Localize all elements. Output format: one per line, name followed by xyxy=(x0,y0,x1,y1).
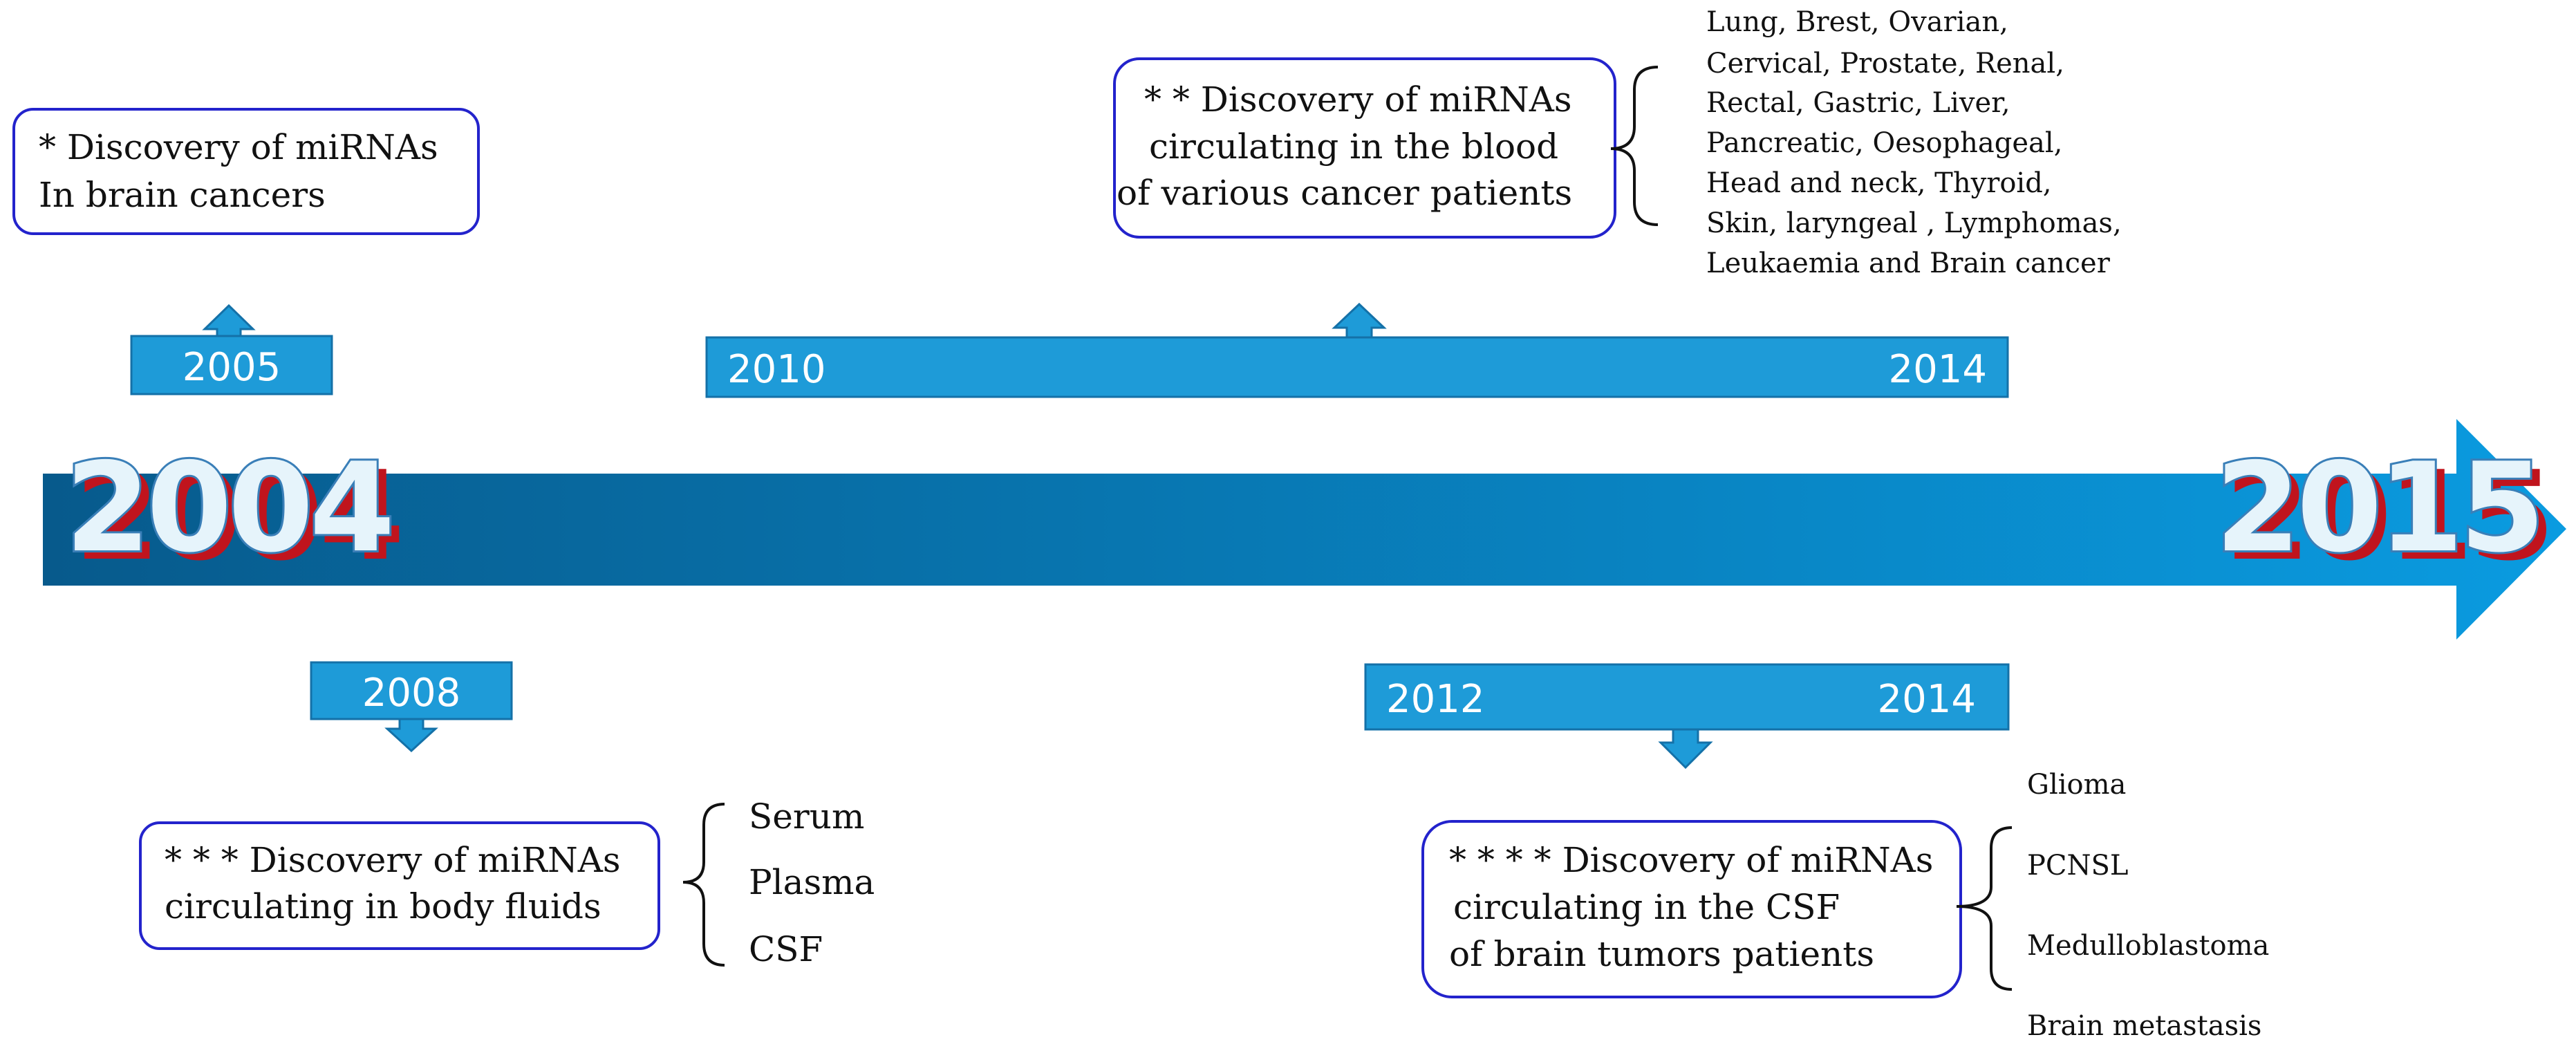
period-2012-2014: 2012 2014 xyxy=(1364,663,2010,770)
timeline-arrow xyxy=(43,419,2566,640)
svg-text:* * Discovery of miRNAs: * * Discovery of miRNAs xyxy=(1144,80,1572,120)
svg-text:* * * * Discovery of miRNAs: * * * * Discovery of miRNAs xyxy=(1449,840,1933,880)
body-fluids-box: * * * Discovery of miRNAs circulating in… xyxy=(139,821,660,950)
period-2010-2014: 2010 2014 xyxy=(705,302,2009,398)
svg-text:* * * Discovery of miRNAs: * * * Discovery of miRNAs xyxy=(165,840,620,880)
brace-icon xyxy=(1610,66,1659,226)
svg-text:In brain cancers: In brain cancers xyxy=(39,175,326,215)
brain-tumor-types-list: Glioma PCNSL Medulloblastoma Brain metas… xyxy=(2027,769,2269,1042)
brain-cancer-box: * Discovery of miRNAs In brain cancers xyxy=(12,108,480,235)
svg-text:circulating in the CSF: circulating in the CSF xyxy=(1453,887,1840,927)
up-arrow-icon xyxy=(202,304,256,339)
svg-text:Leukaemia and Brain cancer: Leukaemia and Brain cancer xyxy=(1706,248,2111,279)
end-year-label: 2015 2015 xyxy=(2213,434,2555,588)
svg-text:circulating in body fluids: circulating in body fluids xyxy=(165,886,601,926)
svg-text:Skin, laryngeal , Lymphomas,: Skin, laryngeal , Lymphomas, xyxy=(1706,207,2122,239)
brace-icon xyxy=(682,803,725,967)
down-arrow-icon xyxy=(1658,728,1713,770)
down-arrow-icon xyxy=(384,718,438,753)
svg-text:Lung, Brest, Ovarian,: Lung, Brest, Ovarian, xyxy=(1706,6,2008,38)
svg-text:Brain metastasis: Brain metastasis xyxy=(2027,1010,2261,1042)
svg-text:2015: 2015 xyxy=(2225,445,2550,588)
period-start: 2010 xyxy=(727,347,826,392)
svg-text:of brain tumors patients: of brain tumors patients xyxy=(1449,934,1874,974)
up-arrow-icon xyxy=(1332,302,1387,339)
csf-brain-tumors-box: * * * * Discovery of miRNAs circulating … xyxy=(1421,820,1962,998)
period-2008: 2008 xyxy=(310,661,513,753)
svg-text:Head and neck, Thyroid,: Head and neck, Thyroid, xyxy=(1706,167,2052,199)
svg-text:Glioma: Glioma xyxy=(2027,769,2126,801)
period-start: 2012 xyxy=(1386,677,1485,722)
svg-text:Serum: Serum xyxy=(749,796,864,837)
svg-text:PCNSL: PCNSL xyxy=(2027,850,2128,882)
svg-text:Plasma: Plasma xyxy=(749,862,875,902)
cancer-types-list: Lung, Brest, Ovarian, Cervical, Prostate… xyxy=(1706,6,2122,279)
period-end: 2014 xyxy=(1877,677,1976,722)
svg-text:2004: 2004 xyxy=(65,436,391,579)
period-label: 2008 xyxy=(362,671,461,716)
svg-text:Cervical, Prostate, Renal,: Cervical, Prostate, Renal, xyxy=(1706,48,2064,80)
svg-text:2015: 2015 xyxy=(2215,436,2541,579)
svg-text:circulating in the blood: circulating in the blood xyxy=(1149,127,1558,167)
svg-text:of various cancer patients: of various cancer patients xyxy=(1117,173,1572,213)
blood-circulating-box: * * Discovery of miRNAs circulating in t… xyxy=(1113,57,1616,239)
svg-text:CSF: CSF xyxy=(749,929,823,969)
svg-text:* Discovery of miRNAs: * Discovery of miRNAs xyxy=(39,127,438,167)
period-2005: 2005 xyxy=(130,304,333,395)
period-end: 2014 xyxy=(1888,347,1987,392)
period-label: 2005 xyxy=(183,345,281,390)
svg-text:Pancreatic, Oesophageal,: Pancreatic, Oesophageal, xyxy=(1706,127,2062,159)
body-fluids-list: Serum Plasma CSF xyxy=(749,796,875,969)
start-year-label: 2004 2004 xyxy=(63,434,404,588)
svg-text:Medulloblastoma: Medulloblastoma xyxy=(2027,930,2269,962)
svg-text:2004: 2004 xyxy=(75,445,400,588)
svg-text:Rectal, Gastric, Liver,: Rectal, Gastric, Liver, xyxy=(1706,87,2010,119)
brace-icon xyxy=(1956,826,2013,991)
